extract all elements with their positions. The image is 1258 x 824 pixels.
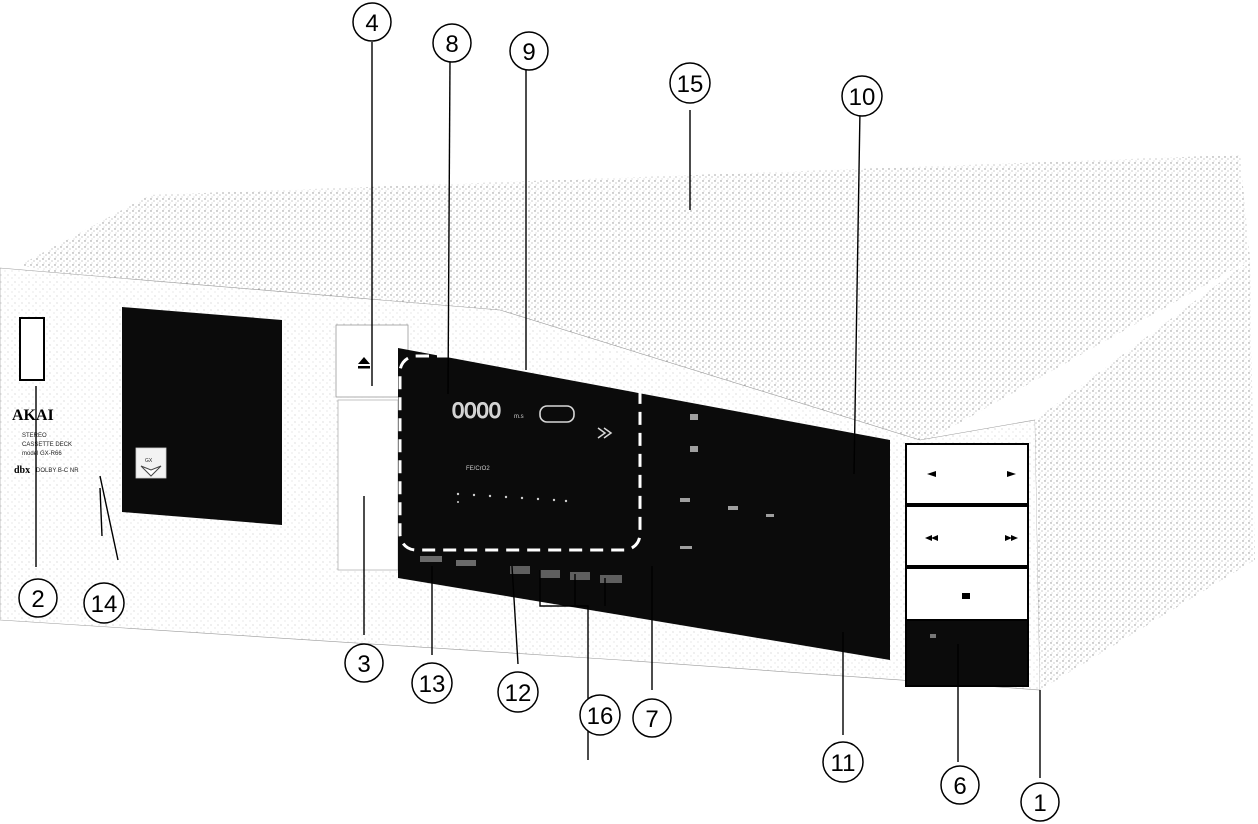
stop-icon — [962, 593, 970, 599]
callout-label-3: 3 — [357, 651, 370, 678]
brand-subtitle-3: model GX-R66 — [22, 451, 62, 457]
callout-label-9: 9 — [522, 39, 535, 66]
counter-unit: m.s — [514, 414, 524, 420]
callout-2 — [18, 578, 58, 618]
callout-11 — [822, 741, 864, 783]
mode-indicators — [680, 414, 774, 549]
right-side-panel — [1035, 260, 1255, 690]
forward-play-icon — [1007, 471, 1016, 477]
callout-15 — [669, 62, 711, 104]
callout-13 — [411, 662, 453, 704]
callout-label-16: 16 — [587, 703, 614, 730]
callout-9 — [509, 31, 549, 71]
transport-keys — [905, 443, 1029, 687]
leader-lines — [35, 42, 1041, 778]
callout-14 — [83, 582, 125, 624]
tape-run-indicator — [539, 405, 575, 423]
dolby-nr-button[interactable] — [456, 560, 476, 566]
cassette-compartment[interactable] — [337, 399, 399, 571]
callout-7 — [632, 698, 672, 738]
control-button-c[interactable] — [570, 572, 590, 580]
svg-text:GX: GX — [145, 458, 153, 464]
callout-8 — [432, 23, 472, 63]
callout-label-11: 11 — [831, 750, 856, 777]
callout-label-10: 10 — [849, 84, 876, 111]
record-key[interactable] — [905, 619, 1029, 687]
fast-forward-icon — [1005, 535, 1018, 541]
callout-label-13: 13 — [419, 671, 446, 698]
control-button-a[interactable] — [510, 566, 530, 574]
callouts: 1 2 3 4 6 7 8 9 10 11 12 13 14 15 16 — [18, 2, 1060, 822]
callout-label-7: 7 — [645, 706, 658, 733]
reverse-play-icon — [927, 471, 936, 477]
level-meter — [456, 492, 568, 503]
brand-subtitle-2: CASSETTE DECK — [22, 442, 72, 448]
brand-name: AKAI — [12, 407, 54, 424]
gx-head-badge-icon: GX — [135, 447, 167, 479]
rewind-icon — [925, 535, 938, 541]
control-button-b[interactable] — [540, 570, 560, 578]
wind-keys[interactable] — [905, 505, 1029, 567]
dbx-logo: dbx — [14, 465, 30, 476]
callout-1 — [1020, 782, 1060, 822]
tape-counter: 0000 — [452, 398, 501, 423]
callout-label-4: 4 — [365, 10, 378, 37]
record-indicator — [930, 634, 936, 638]
callout-label-12: 12 — [505, 680, 532, 707]
eject-icon — [358, 357, 370, 369]
top-cover — [20, 155, 1250, 445]
callout-10 — [841, 75, 883, 117]
callout-label-2: 2 — [31, 586, 44, 613]
callout-label-1: 1 — [1033, 790, 1046, 817]
cassette-door[interactable] — [122, 307, 282, 525]
callout-label-15: 15 — [677, 71, 704, 98]
dolby-label: DOLBY B-C NR — [36, 468, 79, 474]
callout-4 — [352, 2, 392, 42]
callout-12 — [497, 671, 539, 713]
monitor-button[interactable] — [420, 556, 442, 562]
tape-type-label: FE/CrO2 — [466, 466, 490, 472]
callout-label-14: 14 — [91, 591, 118, 618]
power-switch[interactable] — [19, 317, 45, 381]
callout-6 — [940, 765, 980, 805]
main-control-panel — [398, 348, 890, 660]
callout-label-8: 8 — [445, 31, 458, 58]
control-button-d[interactable] — [600, 575, 622, 583]
play-direction-icon — [597, 427, 613, 439]
callout-16 — [579, 694, 621, 736]
brand-subtitle-1: STEREO — [22, 433, 47, 439]
callout-label-6: 6 — [953, 773, 966, 800]
callout-3 — [344, 643, 384, 683]
